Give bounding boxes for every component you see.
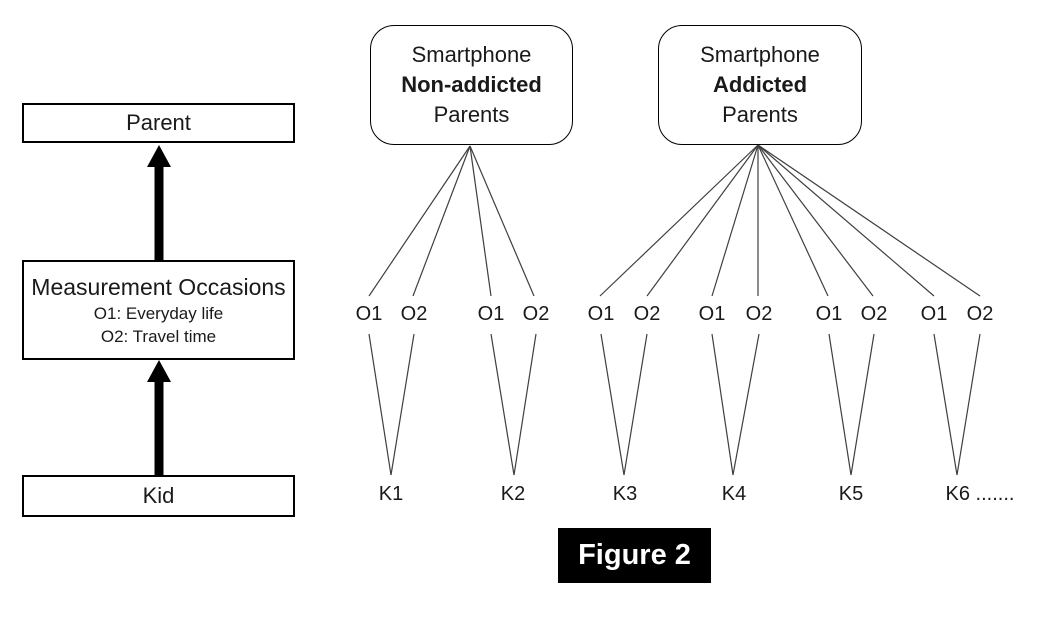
- measurement-o2-label: O2: Travel time: [100, 327, 217, 346]
- fan-non-addicted: [368, 145, 535, 297]
- kid-label-k4: K4: [721, 483, 747, 505]
- v-lines-k6: [933, 333, 981, 476]
- v-lines-k4: [711, 333, 760, 476]
- occasion-label-o2: O2: [522, 303, 550, 325]
- group-line: Parents: [433, 102, 510, 127]
- group-line-emphasis: Addicted: [712, 72, 808, 97]
- group-line: Parents: [722, 102, 798, 127]
- fan-addicted: [599, 144, 981, 297]
- kid-label-k3: K3: [612, 483, 638, 505]
- figure-caption-text: Figure 2: [578, 539, 691, 571]
- measurement-o1-label: O1: Everyday life: [93, 304, 224, 323]
- occasion-label-o1: O1: [477, 303, 505, 325]
- v-lines-k2: [490, 333, 537, 476]
- occasion-label-o1: O1: [920, 303, 948, 325]
- kid-label: Kid: [142, 483, 175, 508]
- occasion-label-o1: O1: [355, 303, 383, 325]
- group-line: Smartphone: [411, 42, 532, 67]
- occasion-label-o2: O2: [860, 303, 888, 325]
- occasion-label-o2: O2: [400, 303, 428, 325]
- kid-label-k2: K2: [500, 483, 526, 505]
- kid-label-k5: K5: [838, 483, 864, 505]
- parent-label: Parent: [126, 110, 191, 135]
- occasion-label-o1: O1: [587, 303, 615, 325]
- kid-label-k1: K1: [378, 483, 404, 505]
- parent-box: Parent: [22, 103, 295, 143]
- measurement-title: Measurement Occasions: [31, 274, 286, 300]
- addicted-parents-box: Smartphone Addicted Parents: [658, 25, 862, 145]
- arrow-measurement-to-parent: [147, 145, 171, 260]
- occasion-label-o2: O2: [966, 303, 994, 325]
- occasion-label-o1: O1: [815, 303, 843, 325]
- v-lines-k5: [828, 333, 875, 476]
- group-line: Smartphone: [700, 42, 820, 67]
- figure-caption: Figure 2: [558, 528, 711, 583]
- v-lines-k3: [600, 333, 648, 476]
- occasion-label-o1: O1: [698, 303, 726, 325]
- occasion-label-o2: O2: [745, 303, 773, 325]
- arrow-kid-to-measurement: [147, 360, 171, 475]
- occasion-label-o2: O2: [633, 303, 661, 325]
- v-lines-k1: [368, 333, 415, 476]
- non-addicted-parents-box: Smartphone Non-addicted Parents: [370, 25, 573, 145]
- group-line-emphasis: Non-addicted: [401, 72, 542, 97]
- measurement-occasions-box: Measurement Occasions O1: Everyday life …: [22, 260, 295, 360]
- kid-label-k6: K6 .......: [945, 483, 1015, 505]
- kid-box: Kid: [22, 475, 295, 517]
